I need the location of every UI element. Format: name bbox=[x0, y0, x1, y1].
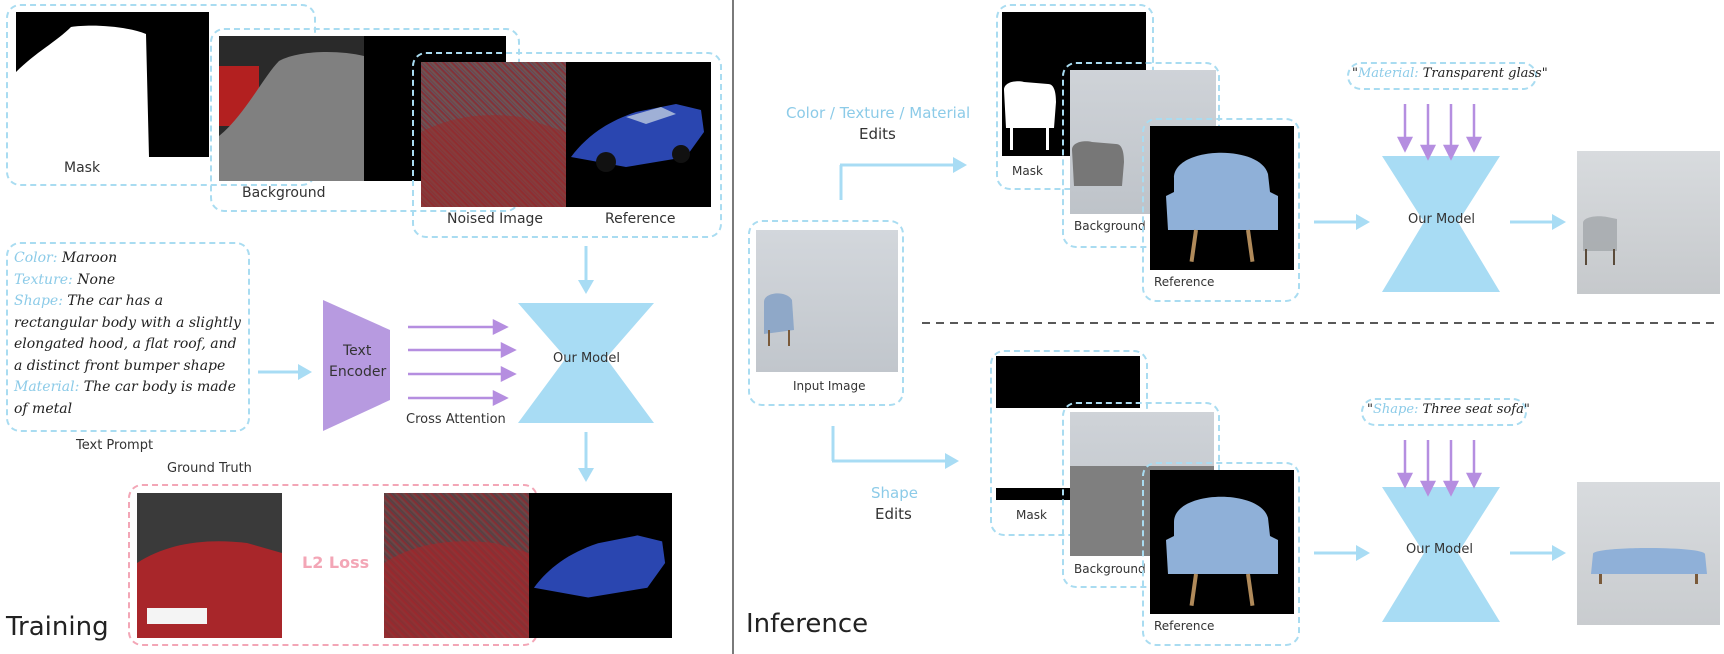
ground-truth-label: Ground Truth bbox=[167, 461, 252, 476]
mask-image-dark bbox=[161, 12, 209, 157]
prompt-material-value-1: The car body is made bbox=[79, 379, 236, 395]
bottom-quote-key: Shape: bbox=[1372, 402, 1419, 417]
bottom-quote-text: "Shape: Three seat sofa" bbox=[1367, 402, 1530, 417]
bottom-quote-frame bbox=[1361, 398, 1527, 426]
bottom-output-image bbox=[1577, 482, 1720, 625]
top-output-image bbox=[1577, 151, 1720, 294]
prompt-texture-value: None bbox=[72, 271, 116, 288]
top-quote-key: Material: bbox=[1357, 66, 1419, 81]
input-image-frame bbox=[748, 220, 904, 406]
bottom-quote-value: Three seat sofa bbox=[1418, 402, 1524, 417]
prompt-color-value: Maroon bbox=[57, 250, 118, 266]
inference-section-label: Inference bbox=[746, 609, 869, 639]
input-image-label: Input Image bbox=[793, 379, 866, 393]
top-reference-image bbox=[1150, 126, 1294, 270]
reference-image bbox=[566, 62, 711, 207]
text-prompt-content: Color: Maroon Texture: None Shape: The c… bbox=[14, 248, 248, 420]
prediction-image bbox=[384, 493, 529, 638]
prompt-material-value-2: of metal bbox=[14, 400, 73, 417]
bottom-background-label: Background bbox=[1074, 562, 1146, 576]
prompt-material-key: Material: bbox=[14, 379, 80, 395]
prompt-shape-value-2: rectangular body with a slightly bbox=[14, 314, 241, 331]
bottom-edit-label-line2: Edits bbox=[875, 505, 912, 523]
top-background-label: Background bbox=[1074, 219, 1146, 233]
mask-image bbox=[16, 12, 161, 157]
text-prompt-label: Text Prompt bbox=[76, 438, 154, 453]
bottom-edit-label-line1: Shape bbox=[871, 484, 918, 502]
top-edit-label-line1: Color / Texture / Material bbox=[786, 104, 971, 122]
noised-reference-frame bbox=[412, 52, 722, 238]
top-reference-label: Reference bbox=[1154, 275, 1215, 289]
inference-top-model-shape bbox=[1382, 156, 1500, 292]
bottom-mask-label: Mask bbox=[1016, 508, 1047, 522]
prompt-shape-key: Shape: bbox=[14, 293, 63, 309]
ground-truth-image bbox=[137, 493, 282, 638]
cross-attention-label: Cross Attention bbox=[406, 412, 506, 427]
text-prompt-frame bbox=[6, 242, 250, 432]
training-model-label: Our Model bbox=[553, 351, 620, 366]
top-edit-label-line2: Edits bbox=[859, 125, 896, 143]
top-quote-text: "Material: Transparent glass" bbox=[1352, 66, 1548, 81]
top-mask-label: Mask bbox=[1012, 164, 1043, 178]
text-encoder-label-line2: Encoder bbox=[329, 364, 387, 380]
top-model-label: Our Model bbox=[1408, 212, 1475, 227]
bottom-model-label: Our Model bbox=[1406, 542, 1473, 557]
noised-image-label: Noised Image bbox=[447, 211, 544, 227]
text-encoder-shape bbox=[323, 300, 390, 431]
prompt-color-key: Color: bbox=[14, 250, 58, 266]
top-quote-frame bbox=[1347, 62, 1537, 90]
l2-loss-label: L2 Loss bbox=[302, 553, 370, 572]
mask-label: Mask bbox=[64, 160, 101, 176]
prompt-shape-value-4: a distinct front bumper shape bbox=[14, 357, 226, 374]
top-quote-value: Transparent glass bbox=[1418, 66, 1542, 81]
prompt-shape-value-3: elongated hood, a flat roof, and bbox=[14, 336, 237, 352]
bottom-reference-image bbox=[1150, 470, 1294, 614]
text-encoder-label-line1: Text bbox=[343, 343, 372, 359]
prompt-shape-value-1: The car has a bbox=[62, 293, 164, 309]
input-image bbox=[756, 230, 898, 372]
training-section-label: Training bbox=[6, 612, 109, 642]
reference-label: Reference bbox=[605, 211, 676, 227]
prompt-texture-key: Texture: bbox=[14, 271, 73, 288]
background-image bbox=[219, 36, 364, 181]
background-label: Background bbox=[242, 185, 326, 201]
prediction-reference-image bbox=[529, 493, 672, 638]
noised-image bbox=[421, 62, 566, 207]
top-reference-frame bbox=[1142, 118, 1300, 302]
bottom-reference-frame bbox=[1142, 462, 1300, 646]
training-model-shape bbox=[518, 303, 654, 423]
inference-bottom-model-shape bbox=[1382, 487, 1500, 622]
bottom-reference-label: Reference bbox=[1154, 619, 1215, 633]
